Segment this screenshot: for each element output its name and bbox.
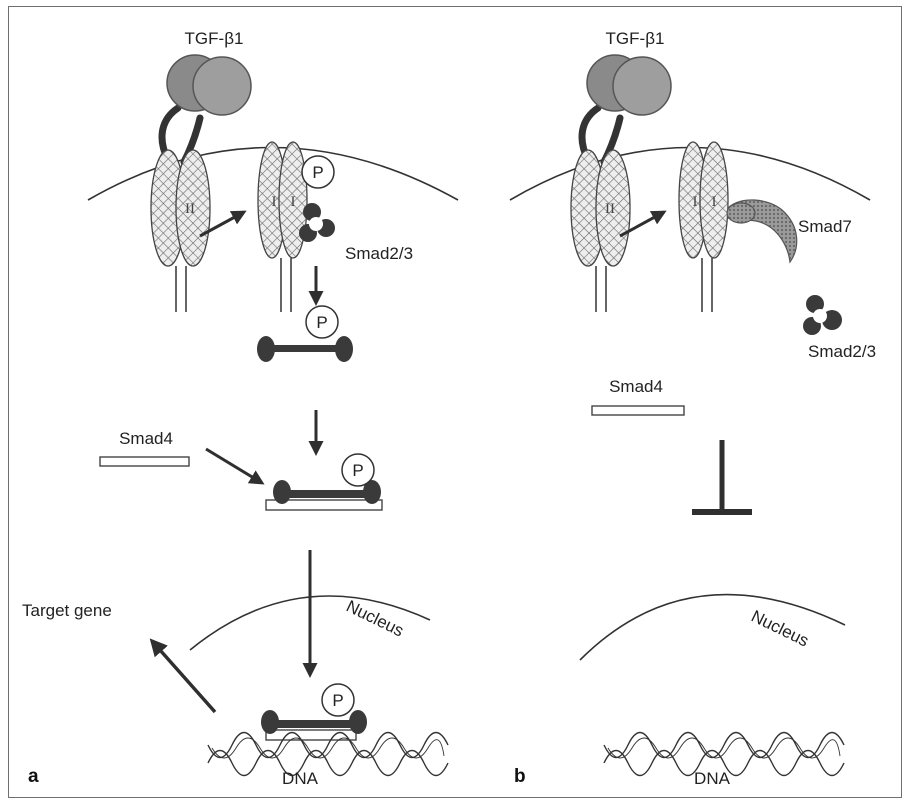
smad7-inhibitor — [727, 200, 797, 262]
smad4-label: Smad4 — [609, 377, 663, 396]
inhibition-symbol — [692, 440, 752, 512]
smad2-3-label: Smad2/3 — [345, 244, 413, 263]
phosphate-receptor: P — [302, 156, 334, 188]
panel-a: TGF-β1 II I I P — [22, 29, 458, 788]
ligand-label: TGF-β1 — [185, 29, 244, 48]
smad4-bar — [592, 406, 684, 415]
svg-text:P: P — [312, 163, 323, 182]
smad4-bar — [100, 457, 189, 466]
target-gene-label: Target gene — [22, 601, 112, 620]
dna-label: DNA — [282, 769, 319, 788]
target-gene-arrow — [152, 641, 215, 712]
nucleus-membrane — [580, 595, 845, 660]
smad-complex: P — [266, 454, 382, 510]
receptor-ii-label: II — [605, 201, 615, 217]
type-i-receptor — [679, 142, 728, 312]
panel-letter-b: b — [514, 766, 526, 787]
smad4-arrow — [206, 449, 262, 483]
panel-b: TGF-β1 II I I Smad7 — [510, 29, 876, 788]
ligand-label: TGF-β1 — [606, 29, 665, 48]
type-ii-receptor — [151, 150, 210, 312]
tgf-beta1-ligand — [582, 55, 671, 162]
svg-text:P: P — [352, 461, 363, 480]
nucleus-label: Nucleus — [748, 607, 812, 651]
receptor-i-label-right: I — [291, 194, 296, 210]
receptor-i-label-right: I — [712, 194, 717, 210]
dna-label: DNA — [694, 769, 731, 788]
receptor-i-label-left: I — [272, 194, 277, 210]
svg-text:P: P — [316, 313, 327, 332]
phospho-smad2-3: P — [257, 306, 353, 362]
svg-text:P: P — [332, 691, 343, 710]
panel-letter-a: a — [28, 766, 39, 787]
type-i-receptor — [258, 142, 307, 312]
receptor-i-label-left: I — [693, 194, 698, 210]
smad2-3-label: Smad2/3 — [808, 342, 876, 361]
type-ii-receptor — [571, 150, 630, 312]
smad4-label: Smad4 — [119, 429, 173, 448]
dna-bound-complex: P — [261, 684, 367, 740]
smad2-3-free — [803, 295, 842, 335]
smad7-label: Smad7 — [798, 217, 852, 236]
tgf-beta1-ligand — [162, 55, 251, 162]
receptor-ii-label: II — [185, 201, 195, 217]
nucleus-label: Nucleus — [343, 597, 407, 641]
